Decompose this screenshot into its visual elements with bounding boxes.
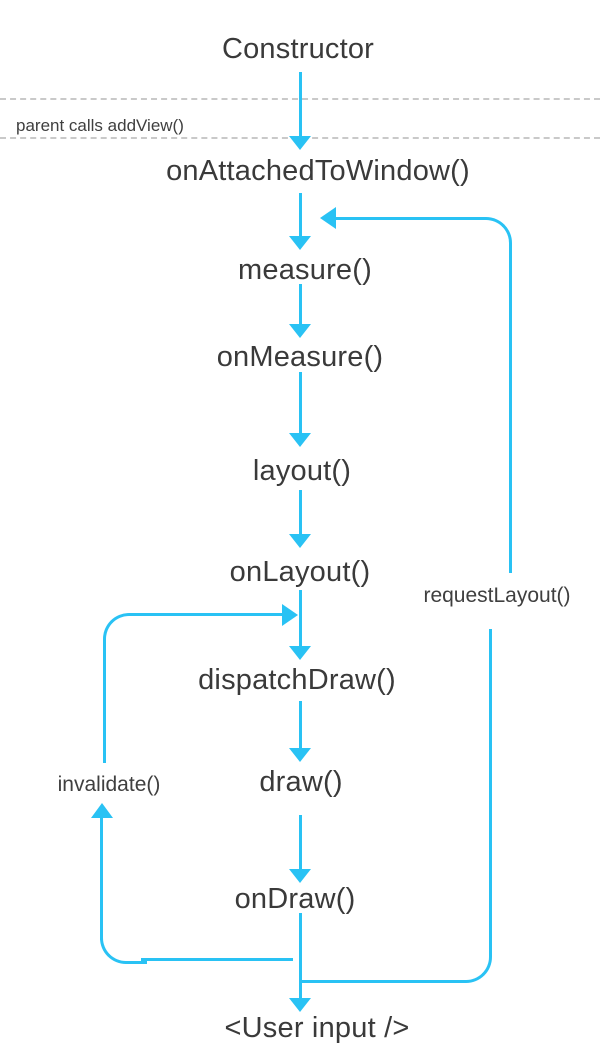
node-constructor: Constructor <box>221 33 375 65</box>
node-on-layout: onLayout() <box>229 556 371 588</box>
invalidate-label: invalidate() <box>57 773 161 796</box>
arrowhead-down-icon <box>289 324 311 338</box>
flow-line-draw-ondraw <box>299 815 302 869</box>
arrowhead-up-icon <box>91 803 113 818</box>
arrowhead-down-icon <box>289 236 311 250</box>
arrowhead-down-icon <box>289 998 311 1012</box>
invalidate-corner-bottom-left <box>100 917 147 964</box>
invalidate-line-upper <box>103 640 106 763</box>
invalidate-line-lower <box>100 818 103 940</box>
arrowhead-down-icon <box>289 869 311 883</box>
request-layout-line-lower <box>489 629 492 939</box>
arrowhead-left-icon <box>320 207 336 229</box>
node-user-input: <User input /> <box>224 1012 410 1044</box>
parent-calls-addview-label: parent calls addView() <box>16 116 184 135</box>
node-dispatch-draw: dispatchDraw() <box>198 664 396 696</box>
flow-line-attached-measure <box>299 193 302 236</box>
request-layout-line-upper <box>509 250 512 573</box>
flow-line-constructor-attached <box>299 72 302 136</box>
arrowhead-down-icon <box>289 534 311 548</box>
arrowhead-right-icon <box>282 604 298 626</box>
invalidate-corner-top-left <box>103 613 152 656</box>
node-layout: layout() <box>252 455 352 487</box>
arrowhead-down-icon <box>289 646 311 660</box>
arrowhead-down-icon <box>289 136 311 150</box>
flow-line-onlayout-dispatchdraw <box>299 590 302 646</box>
node-on-draw: onDraw() <box>234 883 356 915</box>
invalidate-line-top <box>140 613 282 616</box>
invalidate-line-bottom <box>141 958 293 961</box>
request-layout-corner-bottom-right <box>451 937 492 983</box>
flow-line-onmeasure-layout <box>299 372 302 433</box>
request-layout-label: requestLayout() <box>423 584 571 607</box>
arrowhead-down-icon <box>289 433 311 447</box>
flow-line-layout-onlayout <box>299 490 302 534</box>
flow-line-measure-onmeasure <box>299 284 302 324</box>
request-layout-corner-top-right <box>336 217 512 266</box>
arrowhead-down-icon <box>289 748 311 762</box>
node-on-attached-to-window: onAttachedToWindow() <box>166 155 470 187</box>
flow-line-dispatchdraw-draw <box>299 701 302 748</box>
node-on-measure: onMeasure() <box>216 341 384 373</box>
flow-line-ondraw-userinput <box>299 913 302 998</box>
node-draw: draw() <box>259 766 343 798</box>
request-layout-line-bottom <box>302 980 453 983</box>
